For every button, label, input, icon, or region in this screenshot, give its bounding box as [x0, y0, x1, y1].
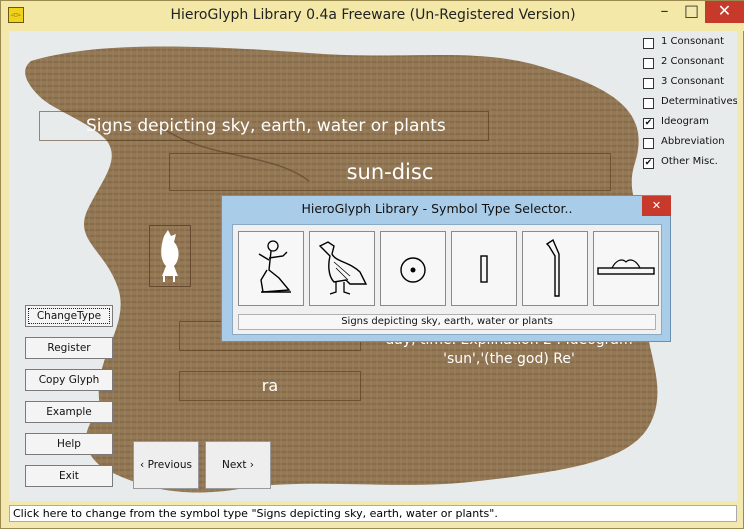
current-glyph [149, 225, 191, 287]
vulture-icon [318, 241, 368, 295]
transliteration-field: ra [179, 371, 361, 401]
register-button[interactable]: Register [25, 337, 113, 359]
staff-icon [545, 238, 560, 297]
minimize-button[interactable]: – [660, 1, 669, 20]
status-bar[interactable]: Click here to change from the symbol typ… [9, 505, 737, 522]
close-button[interactable]: ✕ [705, 1, 744, 23]
seated-man-icon [258, 240, 291, 293]
checkbox-abbreviation[interactable]: Abbreviation [641, 133, 737, 153]
checkbox-box[interactable]: ✔ [643, 158, 654, 169]
maximize-button[interactable]: □ [683, 1, 700, 20]
checkbox-box[interactable] [643, 138, 654, 149]
change-type-button[interactable]: ChangeType [25, 305, 113, 327]
copy-glyph-button[interactable]: Copy Glyph [25, 369, 113, 391]
exit-button[interactable]: Exit [25, 465, 113, 487]
checkbox-box[interactable] [643, 98, 654, 109]
checkbox-ideogram[interactable]: ✔ Ideogram [641, 113, 737, 133]
checkbox-3-consonant[interactable]: 3 Consonant [641, 73, 737, 93]
title-bar: 𓁹 HieroGlyph Library 0.4a Freeware (Un-R… [1, 1, 744, 31]
checkbox-label: Abbreviation [661, 136, 725, 147]
window-title: HieroGlyph Library 0.4a Freeware (Un-Reg… [170, 7, 576, 23]
symbol-stroke[interactable] [451, 231, 517, 306]
dialog-title: HieroGlyph Library - Symbol Type Selecto… [301, 201, 573, 216]
symbol-sun-disc[interactable] [380, 231, 446, 306]
dialog-close-button[interactable]: ✕ [642, 196, 671, 216]
checkbox-other-misc[interactable]: ✔ Other Misc. [641, 153, 737, 173]
category-field: Signs depicting sky, earth, water or pla… [39, 111, 489, 141]
checkbox-1-consonant[interactable]: 1 Consonant [641, 33, 737, 53]
checkbox-box[interactable] [643, 38, 654, 49]
checkbox-label: 1 Consonant [661, 36, 725, 47]
dialog-status: Signs depicting sky, earth, water or pla… [238, 314, 656, 330]
symbol-seated-man[interactable] [238, 231, 304, 306]
checkbox-determinatives[interactable]: Determinatives [641, 93, 737, 113]
previous-button[interactable]: ‹ Previous [133, 441, 199, 489]
checkbox-box[interactable] [643, 58, 654, 69]
checkbox-label: Ideogram [661, 116, 709, 127]
land-icon [597, 259, 655, 275]
symbol-staff[interactable] [522, 231, 588, 306]
explanation-line-2: 'sun','(the god) Re' [443, 351, 575, 367]
sun-disc-icon [400, 257, 426, 283]
owl-icon [161, 230, 179, 282]
app-icon[interactable]: 𓁹 [8, 7, 24, 23]
symbol-type-selector-dialog: HieroGlyph Library - Symbol Type Selecto… [221, 195, 671, 342]
stroke-icon [480, 255, 488, 283]
symbol-land[interactable] [593, 231, 659, 306]
checkbox-label: Other Misc. [661, 156, 718, 167]
glyph-name-field: sun-disc [169, 153, 611, 191]
checkbox-box[interactable] [643, 78, 654, 89]
next-button[interactable]: Next › [205, 441, 271, 489]
help-button[interactable]: Help [25, 433, 113, 455]
symbol-vulture[interactable] [309, 231, 375, 306]
checkbox-2-consonant[interactable]: 2 Consonant [641, 53, 737, 73]
dialog-body: Signs depicting sky, earth, water or pla… [232, 224, 662, 335]
checkbox-box[interactable]: ✔ [643, 118, 654, 129]
checkbox-label: 3 Consonant [661, 76, 725, 87]
checkbox-label: Determinatives [661, 96, 737, 107]
example-button[interactable]: Example [25, 401, 113, 423]
checkbox-label: 2 Consonant [661, 56, 725, 67]
symbol-type-checklist: 1 Consonant 2 Consonant 3 Consonant Dete… [641, 33, 737, 173]
